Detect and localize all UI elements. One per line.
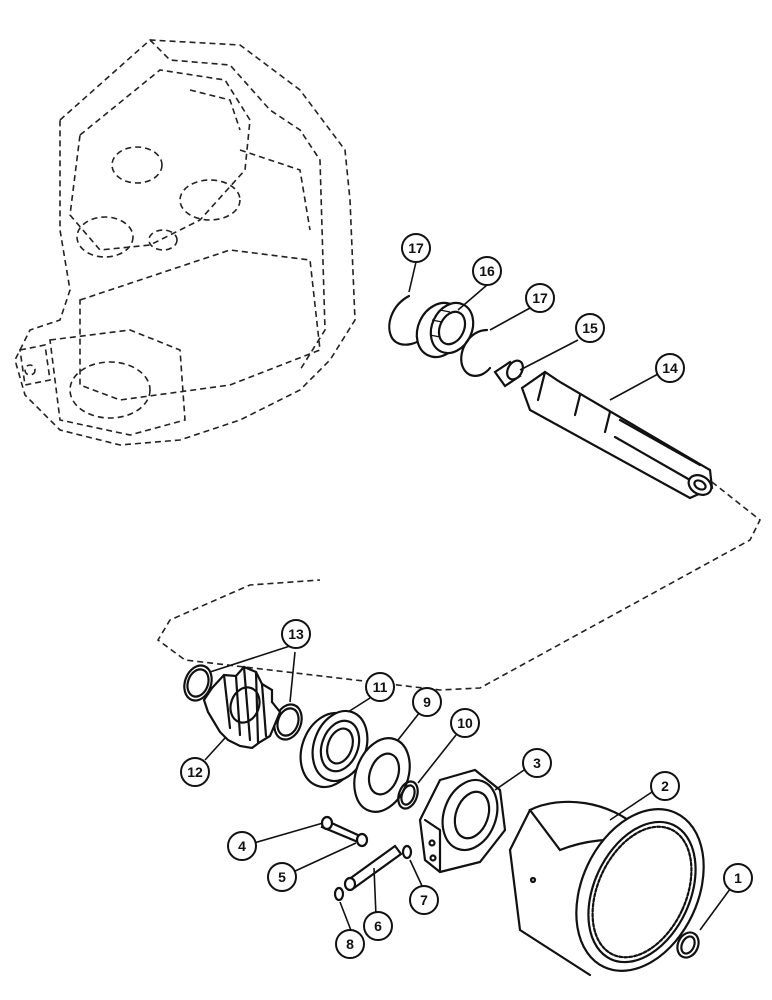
ball-bearing-11 bbox=[299, 709, 369, 789]
callout-label: 5 bbox=[278, 869, 286, 885]
callout-10: 10 bbox=[450, 708, 480, 738]
callout-16: 16 bbox=[472, 256, 502, 286]
callout-13: 13 bbox=[281, 619, 311, 649]
callout-label: 8 bbox=[346, 936, 354, 952]
shaft-14 bbox=[520, 370, 714, 500]
callout-label: 15 bbox=[582, 320, 598, 336]
callout-label: 17 bbox=[532, 290, 548, 306]
snap-ring-1 bbox=[676, 931, 700, 959]
callout-17-lower: 17 bbox=[525, 283, 555, 313]
callout-label: 17 bbox=[408, 240, 424, 256]
callout-3: 3 bbox=[522, 748, 552, 778]
callout-label: 6 bbox=[374, 918, 382, 934]
callout-5: 5 bbox=[267, 862, 297, 892]
callout-14: 14 bbox=[655, 353, 685, 383]
callout-label: 4 bbox=[238, 838, 246, 854]
callout-label: 12 bbox=[187, 764, 203, 780]
callout-7: 7 bbox=[409, 885, 439, 915]
assembly-path-line bbox=[156, 481, 762, 691]
o-ring-7 bbox=[401, 844, 413, 860]
pin-6 bbox=[343, 844, 403, 892]
callout-15: 15 bbox=[575, 313, 605, 343]
callout-label: 1 bbox=[734, 870, 742, 886]
transmission-housing bbox=[14, 39, 356, 446]
callout-1: 1 bbox=[723, 863, 753, 893]
nut-5 bbox=[355, 832, 369, 848]
callout-17-upper: 17 bbox=[401, 233, 431, 263]
callout-12: 12 bbox=[180, 757, 210, 787]
callout-9: 9 bbox=[412, 687, 442, 717]
snap-ring-17-lower bbox=[460, 328, 492, 377]
callout-label: 3 bbox=[533, 755, 541, 771]
o-ring-8 bbox=[333, 886, 345, 902]
callout-8: 8 bbox=[335, 929, 365, 959]
callout-2: 2 bbox=[650, 771, 680, 801]
ring-gear-drum-2 bbox=[508, 800, 705, 977]
callout-11: 11 bbox=[365, 672, 395, 702]
callout-4: 4 bbox=[227, 831, 257, 861]
leader-lines bbox=[204, 261, 734, 934]
bolt-4 bbox=[320, 815, 362, 844]
callout-label: 11 bbox=[373, 679, 388, 695]
callout-label: 14 bbox=[662, 360, 678, 376]
callout-label: 10 bbox=[457, 715, 473, 731]
bushing-15 bbox=[493, 359, 524, 388]
callout-label: 13 bbox=[288, 626, 304, 642]
needle-bearing-16 bbox=[415, 301, 475, 359]
callout-label: 9 bbox=[423, 694, 431, 710]
callout-6: 6 bbox=[363, 911, 393, 941]
spur-gear-12 bbox=[202, 665, 282, 750]
carrier-housing-3 bbox=[418, 768, 507, 874]
snap-ring-10 bbox=[397, 780, 419, 810]
callout-label: 2 bbox=[661, 778, 669, 794]
callout-label: 7 bbox=[420, 892, 428, 908]
callout-label: 16 bbox=[479, 263, 495, 279]
